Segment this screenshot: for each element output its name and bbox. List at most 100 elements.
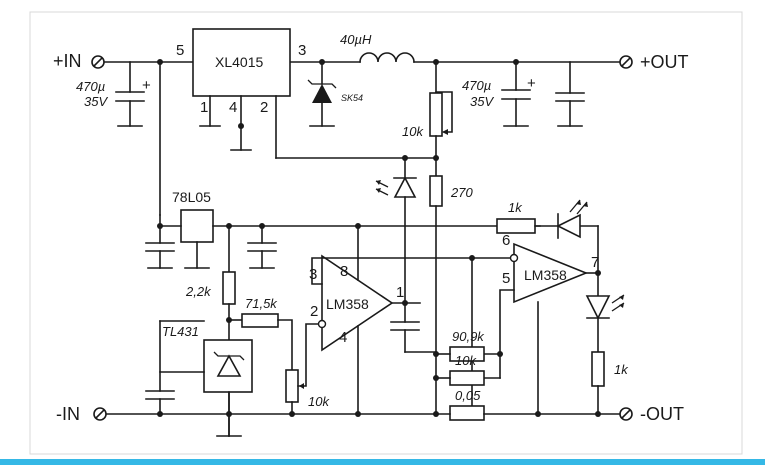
junction-dot (433, 351, 439, 357)
junction-dot (238, 123, 244, 129)
opamp-a-inv-marker (317, 319, 327, 329)
ldo-output-capacitor (247, 225, 277, 269)
junction-dot (157, 223, 163, 229)
resistor-1k-right (591, 351, 605, 387)
xl4015-label: XL4015 (215, 54, 263, 70)
xl4015-pin-5: 5 (176, 42, 184, 59)
xl4015-pin-3: 3 (298, 42, 306, 59)
resistor-270 (429, 175, 443, 207)
tl431-symbol (216, 354, 242, 377)
output-cap-voltage: 35V (470, 94, 494, 109)
junction-dot (433, 59, 439, 65)
voltage-pot-arrow (442, 129, 448, 135)
input-cap-plus: + (142, 77, 151, 94)
shunt-resistor-value: 0,05 (455, 388, 481, 403)
bottom-accent-bar (0, 459, 765, 465)
shunt-resistor (449, 405, 485, 421)
junction-dot (319, 59, 325, 65)
opamp-a-pin-8: 8 (340, 263, 348, 280)
opamp-b-noninv-wire (483, 289, 515, 355)
resistor-10k-low-value: 10k (455, 353, 477, 368)
terminal-in-pos-label: +IN (53, 51, 82, 71)
junction-dot (289, 411, 295, 417)
junction-dot (355, 411, 361, 417)
terminal-out-pos (619, 55, 633, 69)
inductor-value: 40µH (340, 32, 372, 47)
input-cap-value: 470µ (76, 79, 105, 94)
terminal-out-neg (619, 407, 633, 421)
xl4015-pin-2: 2 (260, 99, 268, 116)
voltage-trim-pot (429, 92, 443, 137)
ldo-78l05 (180, 209, 214, 243)
xl4015-pin-4: 4 (229, 99, 237, 116)
resistor-71-5k (241, 313, 279, 328)
output-capacitor (501, 89, 531, 127)
status-led (534, 199, 599, 297)
opamp-b-label: LM358 (524, 267, 567, 283)
drawing-border (29, 11, 743, 455)
schottky-diode-label: SK54 (341, 93, 363, 103)
junction-dot (513, 59, 519, 65)
71k-to-pot-wire (277, 319, 293, 371)
input-cap-voltage: 35V (84, 94, 108, 109)
output-cap-plus: + (527, 75, 536, 92)
junction-dot (497, 351, 503, 357)
tl431-cathode (213, 351, 245, 361)
pot-wiper-wire (297, 323, 323, 387)
resistor-90-9k-value: 90,9k (452, 329, 485, 344)
resistor-1k-top (496, 218, 536, 234)
opamp-a (321, 254, 394, 352)
opamp-b-pin-6: 6 (502, 232, 510, 249)
junction-dot (402, 300, 408, 306)
junction-dot (433, 155, 439, 161)
junction-dot (157, 59, 163, 65)
resistor-2-2k-value: 2,2k (185, 284, 212, 299)
junction-dot (433, 375, 439, 381)
opamp-a-pin-1: 1 (396, 284, 404, 301)
schottky-diode (307, 79, 337, 127)
opamp-b-inv-marker (509, 253, 519, 263)
junction-dot (535, 411, 541, 417)
terminal-out-pos-label: +OUT (640, 52, 689, 72)
terminal-in-neg-label: -IN (56, 404, 80, 424)
junction-dot (595, 270, 601, 276)
voltage-pot-value: 10k (402, 124, 424, 139)
junction-dot (595, 411, 601, 417)
compensation-capacitor (390, 321, 437, 353)
opamp-a-pin-3: 3 (309, 266, 317, 283)
junction-dot (433, 411, 439, 417)
opamp-a-label: LM358 (326, 296, 369, 312)
junction-dot (259, 223, 265, 229)
tl431-label: TL431 (162, 324, 199, 339)
resistor-10k-low (449, 370, 485, 386)
xl4015-pin-1: 1 (200, 99, 208, 116)
filter-capacitor (555, 92, 585, 127)
current-trim-pot (285, 369, 299, 403)
cc-led (585, 294, 625, 353)
junction-dot (402, 155, 408, 161)
junction-dot (157, 411, 163, 417)
opamp-b (513, 242, 589, 304)
ldo-label: 78L05 (172, 189, 211, 205)
opamp-a-noninv-wire (311, 257, 473, 415)
resistor-71-5k-value: 71,5k (245, 296, 278, 311)
opamp-a-pin-4: 4 (339, 329, 347, 346)
terminal-in-pos (91, 55, 105, 69)
current-pot-value: 10k (308, 394, 330, 409)
inductor (359, 52, 415, 63)
output-cap-value: 470µ (462, 78, 491, 93)
tl431-capacitor (145, 371, 175, 415)
ldo-input-capacitor (145, 242, 175, 269)
resistor-2-2k (222, 271, 236, 305)
junction-dot (226, 411, 232, 417)
xl4015-ground-pins (199, 95, 437, 159)
xl4015-chip (192, 28, 291, 97)
resistor-1k-top-value: 1k (508, 200, 523, 215)
resistor-270-value: 270 (450, 185, 473, 200)
pot-wiper-arrow (299, 383, 304, 389)
opamp-b-pin-5: 5 (502, 270, 510, 287)
terminal-out-neg-label: -OUT (640, 404, 684, 424)
input-capacitor (115, 91, 145, 127)
